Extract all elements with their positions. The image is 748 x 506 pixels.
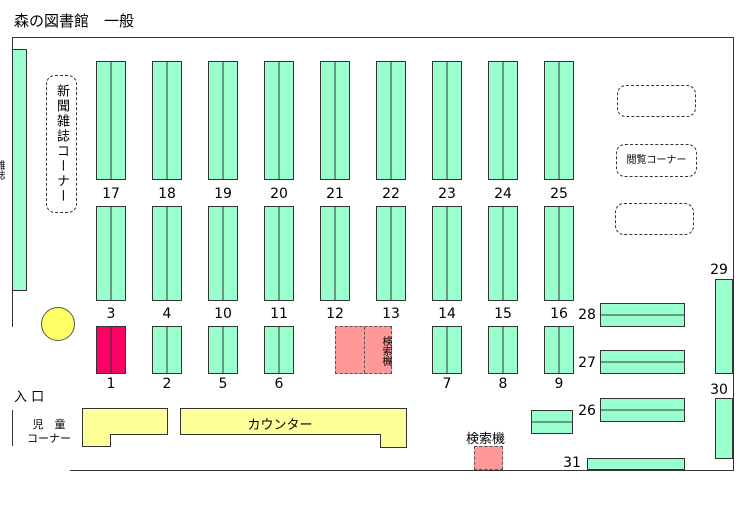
small-shelf bbox=[531, 410, 573, 434]
shelf-number: 16 bbox=[550, 306, 568, 322]
shelf-number: 6 bbox=[274, 376, 284, 392]
shelf-26 bbox=[600, 398, 685, 422]
wall-top bbox=[12, 37, 734, 38]
shelf-18 bbox=[152, 61, 182, 180]
shelf-8 bbox=[488, 326, 518, 374]
shelf-20 bbox=[264, 61, 294, 180]
shelf-22 bbox=[376, 61, 406, 180]
pillar bbox=[41, 307, 75, 341]
shelf-number: 10 bbox=[214, 306, 232, 322]
shelf-number: 5 bbox=[218, 376, 228, 392]
shelf-13 bbox=[376, 206, 406, 301]
magazine-wall-label: 雑誌 bbox=[0, 160, 4, 180]
shelf-7 bbox=[432, 326, 462, 374]
counter-label: カウンター bbox=[247, 418, 313, 433]
shelf-17 bbox=[96, 61, 126, 180]
magazine-wall-shelf bbox=[12, 49, 27, 291]
shelf-number: 2 bbox=[162, 376, 172, 392]
shelf-4 bbox=[152, 206, 182, 301]
shelf-number: 30 bbox=[710, 382, 728, 398]
shelf-28 bbox=[600, 303, 685, 327]
shelf-11 bbox=[264, 206, 294, 301]
shelf-number: 31 bbox=[563, 455, 581, 471]
shelf-12 bbox=[320, 206, 350, 301]
shelf-number: 8 bbox=[498, 376, 508, 392]
shelf-number: 28 bbox=[578, 307, 596, 323]
shelf-27 bbox=[600, 350, 685, 374]
shelf-number: 15 bbox=[494, 306, 512, 322]
shelf-number: 4 bbox=[162, 306, 172, 322]
shelf-number: 18 bbox=[158, 186, 176, 202]
shelf-number: 19 bbox=[214, 186, 232, 202]
search-kiosk: 検索機 bbox=[335, 326, 392, 374]
counter bbox=[180, 408, 407, 448]
shelf-24 bbox=[488, 61, 518, 180]
wall-left-lower bbox=[12, 410, 13, 446]
shelf-3 bbox=[96, 206, 126, 301]
shelf-16 bbox=[544, 206, 574, 301]
shelf-31 bbox=[587, 458, 685, 470]
shelf-2 bbox=[152, 326, 182, 374]
wall-bottom bbox=[70, 470, 734, 471]
shelf-number: 3 bbox=[106, 306, 116, 322]
entrance-label: 入 口 bbox=[14, 390, 45, 405]
children-shelf bbox=[82, 408, 168, 447]
shelf-10 bbox=[208, 206, 238, 301]
reading-table bbox=[615, 203, 694, 235]
shelf-29 bbox=[715, 279, 733, 374]
shelf-number: 14 bbox=[438, 306, 456, 322]
shelf-number: 13 bbox=[382, 306, 400, 322]
children-corner-label: 児 童 コーナー bbox=[27, 418, 71, 445]
shelf-30 bbox=[715, 398, 733, 459]
shelf-number: 17 bbox=[102, 186, 120, 202]
shelf-number: 9 bbox=[554, 376, 564, 392]
newspaper-corner: 新聞雑誌コーナー bbox=[46, 75, 77, 213]
shelf-number: 29 bbox=[710, 262, 728, 278]
shelf-number: 12 bbox=[326, 306, 344, 322]
shelf-number: 26 bbox=[578, 403, 596, 419]
shelf-14 bbox=[432, 206, 462, 301]
shelf-number: 22 bbox=[382, 186, 400, 202]
shelf-number: 7 bbox=[442, 376, 452, 392]
shelf-number: 27 bbox=[578, 355, 596, 371]
shelf-number: 1 bbox=[106, 376, 116, 392]
shelf-number: 20 bbox=[270, 186, 288, 202]
shelf-19 bbox=[208, 61, 238, 180]
shelf-number: 25 bbox=[550, 186, 568, 202]
shelf-23 bbox=[432, 61, 462, 180]
page-title: 森の図書館 一般 bbox=[14, 12, 135, 30]
shelf-1 bbox=[96, 326, 126, 374]
shelf-25 bbox=[544, 61, 574, 180]
shelf-number: 21 bbox=[326, 186, 344, 202]
shelf-6 bbox=[264, 326, 294, 374]
shelf-5 bbox=[208, 326, 238, 374]
reading-corner: 閲覧コーナー bbox=[616, 144, 697, 177]
search-kiosk-label: 検索機 bbox=[466, 432, 506, 447]
search-kiosk-entrance bbox=[474, 446, 503, 470]
shelf-15 bbox=[488, 206, 518, 301]
shelf-9 bbox=[544, 326, 574, 374]
shelf-21 bbox=[320, 61, 350, 180]
reading-table bbox=[617, 85, 696, 117]
shelf-number: 24 bbox=[494, 186, 512, 202]
wall-right bbox=[733, 37, 734, 471]
shelf-number: 11 bbox=[270, 306, 288, 322]
shelf-number: 23 bbox=[438, 186, 456, 202]
